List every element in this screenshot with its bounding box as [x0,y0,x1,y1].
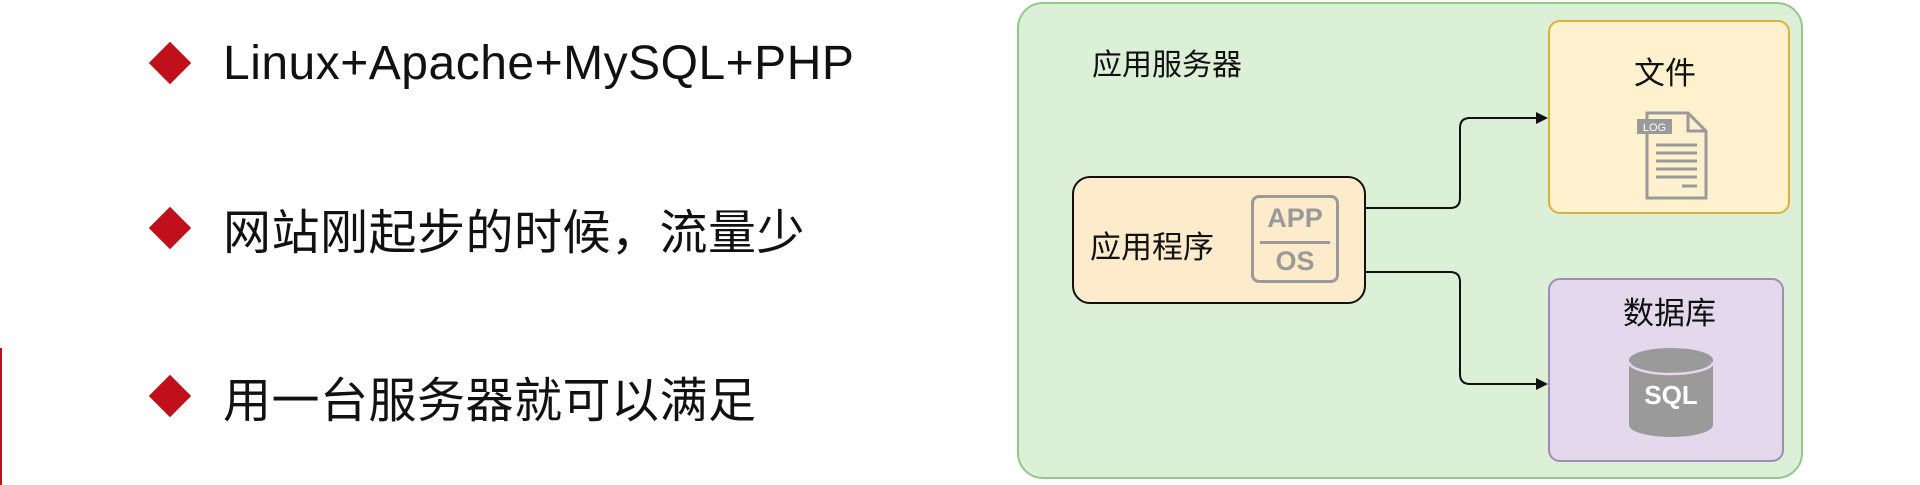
app-icon-text: APP [1267,203,1323,233]
file-label: 文件 [1634,56,1696,91]
app-server-title: 应用服务器 [1092,49,1242,82]
bullet-item: 用一台服务器就可以满足 [148,366,757,428]
bullet-item: 网站刚起步的时候，流量少 [148,198,805,260]
app-os-icon: APP OS [1251,195,1339,283]
arrow-to-database [1366,271,1548,390]
application-label: 应用程序 [1090,230,1214,265]
bullet-text: Linux+Apache+MySQL+PHP [223,36,855,90]
os-icon-text: OS [1275,246,1315,276]
bullet-text: 用一台服务器就可以满足 [223,375,757,428]
bullet-list: Linux+Apache+MySQL+PHP 网站刚起步的时候，流量少 用一台服… [148,33,855,428]
log-file-icon: LOG [1637,111,1708,200]
database-label: 数据库 [1623,296,1716,331]
log-icon-text: LOG [1643,122,1666,134]
sql-icon-text: SQL [1644,380,1698,410]
app-os-divider [1260,241,1330,244]
arrow-to-file [1366,112,1548,209]
left-edge-accent-bar [0,348,2,485]
bullet-text: 网站刚起步的时候，流量少 [223,207,806,260]
sql-database-icon: SQL [1627,348,1715,437]
bullet-item: Linux+Apache+MySQL+PHP [148,33,855,93]
